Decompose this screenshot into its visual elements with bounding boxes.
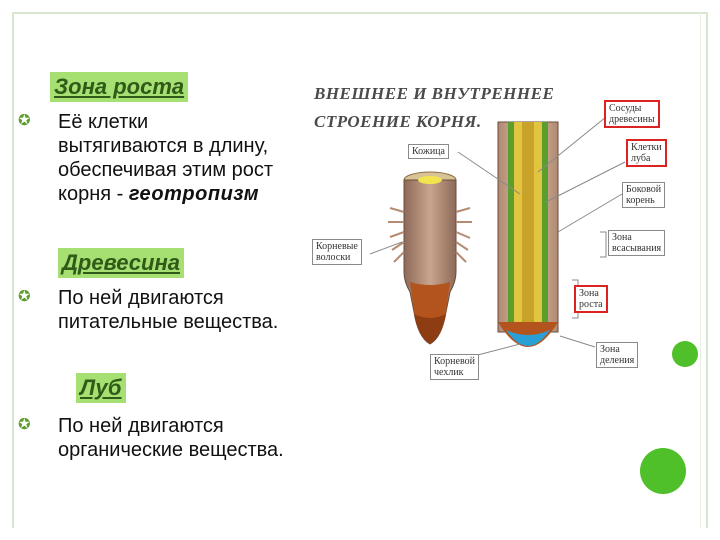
frame-top — [12, 12, 708, 14]
label-root-cap: Корневой чехлик — [430, 354, 479, 380]
text-line: питательные вещества. — [58, 310, 278, 334]
frame-right-inner — [700, 12, 701, 528]
label-line: Кожица — [412, 146, 445, 157]
bullet-marker-icon: ✪ — [18, 289, 34, 305]
label-line: Зона — [612, 232, 661, 243]
bullet-phloem: ✪ По ней двигаются органические вещества… — [18, 414, 328, 466]
text-prefix: корня - — [58, 183, 129, 205]
bullet-xylem: ✪ По ней двигаются питательные вещества. — [18, 286, 318, 338]
bullet-text: Её клетки вытягиваются в длину, обеспечи… — [58, 110, 273, 206]
bullet-growth-zone: ✪ Её клетки вытягиваются в длину, обеспе… — [18, 110, 308, 210]
heading-xylem: Древесина — [58, 248, 184, 278]
heading-growth-zone: Зона роста — [50, 72, 188, 102]
label-line: Корневые — [316, 241, 358, 252]
label-line: древесины — [609, 114, 655, 125]
label-line: корень — [626, 195, 661, 206]
text-line: обеспечивая этим рост — [58, 158, 273, 182]
label-division-zone: Зона деления — [596, 342, 638, 368]
heading-phloem: Луб — [76, 373, 126, 403]
label-line: Зона — [600, 344, 634, 355]
label-phloem-cells: Клетки луба — [626, 139, 667, 167]
label-growth-zone: Зона роста — [574, 285, 608, 313]
bullet-marker-icon: ✪ — [18, 417, 34, 433]
text-line: вытягиваются в длину, — [58, 134, 273, 158]
text-line: Её клетки — [58, 110, 273, 134]
label-lateral-root: Боковой корень — [622, 182, 665, 208]
label-line: луба — [631, 153, 662, 164]
internal-root-section — [498, 122, 558, 347]
label-line: деления — [600, 355, 634, 366]
bullet-text: По ней двигаются питательные вещества. — [58, 286, 278, 334]
text-line: По ней двигаются — [58, 414, 284, 438]
frame-right — [706, 12, 708, 528]
label-absorption-zone: Зона всасывания — [608, 230, 665, 256]
label-xylem-vessels: Сосуды древесины — [604, 100, 660, 128]
bullet-marker-icon: ✪ — [18, 113, 34, 129]
label-skin: Кожица — [408, 144, 449, 159]
bullet-text: По ней двигаются органические вещества. — [58, 414, 284, 462]
label-line: роста — [579, 299, 603, 310]
root-structure-diagram: ВНЕШНЕЕ И ВНУТРЕННЕЕ СТРОЕНИЕ КОРНЯ. — [310, 82, 690, 394]
label-line: Клетки — [631, 142, 662, 153]
geotropism-term: геотропизм — [129, 183, 259, 205]
text-line: корня - геотропизм — [58, 182, 273, 206]
label-line: чехлик — [434, 367, 475, 378]
text-line: органические вещества. — [58, 438, 284, 462]
label-line: всасывания — [612, 243, 661, 254]
large-green-dot — [640, 448, 686, 494]
text-line: По ней двигаются — [58, 286, 278, 310]
label-line: Корневой — [434, 356, 475, 367]
label-line: волоски — [316, 252, 358, 263]
label-line: Сосуды — [609, 103, 655, 114]
external-root — [388, 172, 472, 344]
label-line: Зона — [579, 288, 603, 299]
frame-left — [12, 12, 14, 528]
label-line: Боковой — [626, 184, 661, 195]
label-root-hairs: Корневые волоски — [312, 239, 362, 265]
